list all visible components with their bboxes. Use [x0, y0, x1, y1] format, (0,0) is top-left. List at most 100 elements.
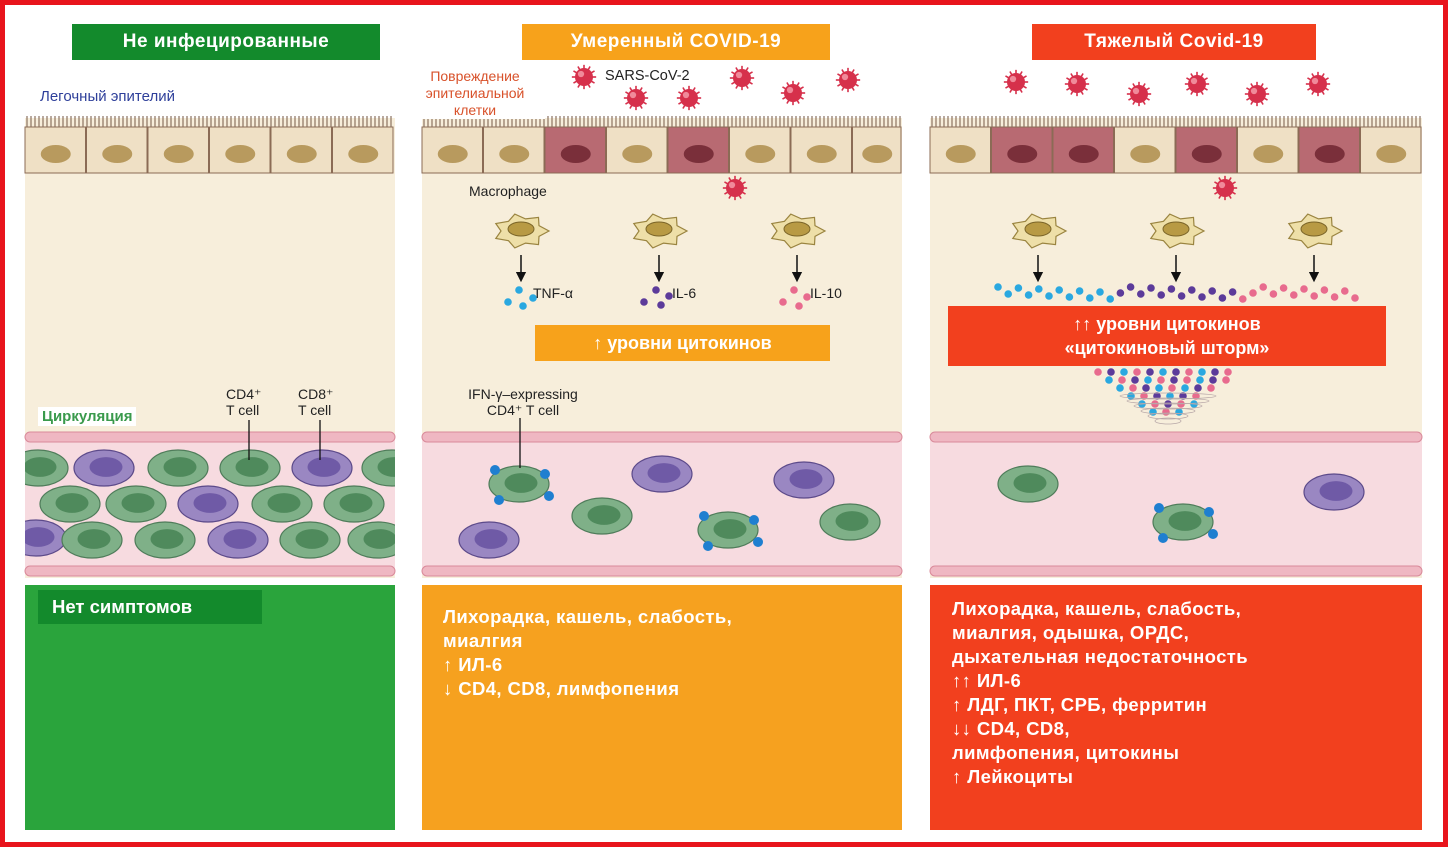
virion-highlight: [1190, 77, 1198, 85]
cell-nucleus: [377, 457, 395, 477]
sars-cov-2-virion: [1064, 71, 1090, 97]
cell-nucleus: [1168, 511, 1202, 531]
il-6-molecule: [652, 286, 660, 294]
cell-nucleus: [1007, 145, 1038, 163]
label-il10: IL-10: [810, 285, 842, 301]
cd4-t-cell: [25, 449, 69, 487]
cell-nucleus: [713, 519, 747, 539]
sars-cov-2-virion: [1184, 71, 1210, 97]
macrophage-nucleus: [1300, 221, 1328, 237]
sars-cov-2-virion: [1126, 81, 1152, 107]
cell-nucleus: [683, 145, 714, 163]
label-cytokine-levels: ↑ уровни цитокинов: [535, 325, 830, 361]
il-10-molecule: [779, 298, 787, 306]
label-tnf: TNF-α: [533, 285, 573, 301]
cell-nucleus: [499, 145, 530, 163]
cd8-t-cell: [291, 449, 353, 487]
cell-nucleus: [806, 145, 837, 163]
tnf-alpha-molecule: [519, 302, 527, 310]
ifn-gamma-receptor: [540, 469, 550, 479]
storm-cytokine-molecule: [1157, 291, 1165, 299]
tnf-alpha-molecule: [515, 286, 523, 294]
storm-swirl: [1126, 397, 1210, 405]
storm-cytokine-molecule: [1211, 368, 1219, 376]
cd4-t-cell: [105, 485, 167, 523]
macrophage: [1287, 213, 1344, 249]
cell-nucleus: [225, 145, 256, 163]
label-cd4: CD4⁺T cell: [226, 386, 262, 418]
storm-cytokine-molecule: [1269, 290, 1278, 298]
storm-cytokine-molecule: [1004, 290, 1012, 298]
storm-cytokine-molecule: [1105, 376, 1113, 384]
vessel-wall-bottom: [24, 565, 396, 577]
storm-cytokine-molecule: [1188, 286, 1196, 294]
virion-highlight: [577, 70, 585, 78]
cd4-t-cell: [571, 497, 633, 535]
tnf-alpha-molecule: [504, 298, 512, 306]
cell-nucleus: [862, 145, 893, 163]
vessel-wall-bottom: [929, 565, 1423, 577]
cd4-t-cell: [39, 485, 101, 523]
virion-highlight: [1132, 87, 1140, 95]
cd4-t-cell: [361, 449, 395, 487]
storm-cytokine-molecule: [1142, 384, 1150, 392]
cd8-t-cell: [177, 485, 239, 523]
label-sars-cov-2: SARS-CoV-2: [605, 68, 690, 84]
macrophage-nucleus: [1024, 221, 1052, 237]
storm-cytokine-molecule: [1106, 295, 1114, 303]
ifn-gamma-receptor: [703, 541, 713, 551]
cd8-t-cell: [207, 521, 269, 559]
cell-nucleus: [622, 145, 653, 163]
cell-nucleus: [102, 145, 133, 163]
storm-cytokine-molecule: [1239, 295, 1247, 303]
macrophage: [1149, 213, 1206, 249]
label-il6: IL-6: [672, 285, 697, 301]
storm-cytokine-molecule: [1065, 293, 1074, 301]
cd4-t-cell: [697, 511, 763, 551]
storm-cytokine-molecule: [1172, 368, 1180, 376]
ifn-gamma-receptor: [1208, 529, 1218, 539]
label-epithelial-damage: Повреждение эпителиальной клетки: [405, 68, 545, 119]
cell-nucleus: [363, 529, 395, 549]
ifn-gamma-receptor: [1158, 533, 1168, 543]
storm-cytokine-molecule: [1198, 368, 1206, 376]
macrophage-nucleus: [783, 221, 811, 237]
il-6-molecule: [640, 298, 648, 306]
storm-cytokine-molecule: [1131, 376, 1139, 384]
symptoms-panel-severe: [930, 585, 1422, 830]
sars-cov-2-virion: [1305, 71, 1331, 97]
cell-nucleus: [40, 145, 71, 163]
storm-cytokine-molecule: [1133, 368, 1141, 376]
sars-cov-2-virion: [1003, 69, 1029, 95]
macrophage: [770, 213, 827, 249]
virion-core: [627, 89, 645, 107]
symptoms-text-severe: Лихорадка, кашель, слабость, миалгия, од…: [952, 598, 1249, 787]
storm-cytokine-molecule: [1107, 368, 1115, 376]
ifn-gamma-receptor: [753, 537, 763, 547]
storm-swirl: [1147, 412, 1189, 420]
cell-nucleus: [1013, 473, 1047, 493]
storm-cytokine-molecule: [1055, 286, 1063, 294]
cell-nucleus: [150, 529, 184, 549]
virion-core: [1188, 75, 1206, 93]
virion-core: [733, 69, 751, 87]
label-macrophage: Macrophage: [469, 183, 547, 199]
ifn-gamma-receptor: [749, 515, 759, 525]
il-6-molecule: [665, 292, 673, 300]
storm-cytokine-molecule: [1183, 376, 1191, 384]
storm-cytokine-molecule: [1209, 376, 1217, 384]
sars-cov-2-virion: [676, 85, 702, 111]
cilia: [26, 116, 392, 127]
macrophage-nucleus: [507, 221, 535, 237]
storm-cytokine-molecule: [1140, 392, 1148, 400]
il-10-molecule: [803, 293, 811, 301]
cd4-t-cell: [997, 465, 1059, 503]
cd4-t-cell: [323, 485, 385, 523]
storm-cytokine-molecule: [1198, 293, 1206, 301]
damaged-epithelial-cell: [991, 126, 1053, 174]
epithelial-cell: [483, 126, 545, 174]
cell-nucleus: [267, 493, 301, 513]
il-6-molecule: [657, 301, 665, 309]
ifn-gamma-receptor: [1154, 503, 1164, 513]
storm-cytokine-molecule: [1144, 376, 1152, 384]
